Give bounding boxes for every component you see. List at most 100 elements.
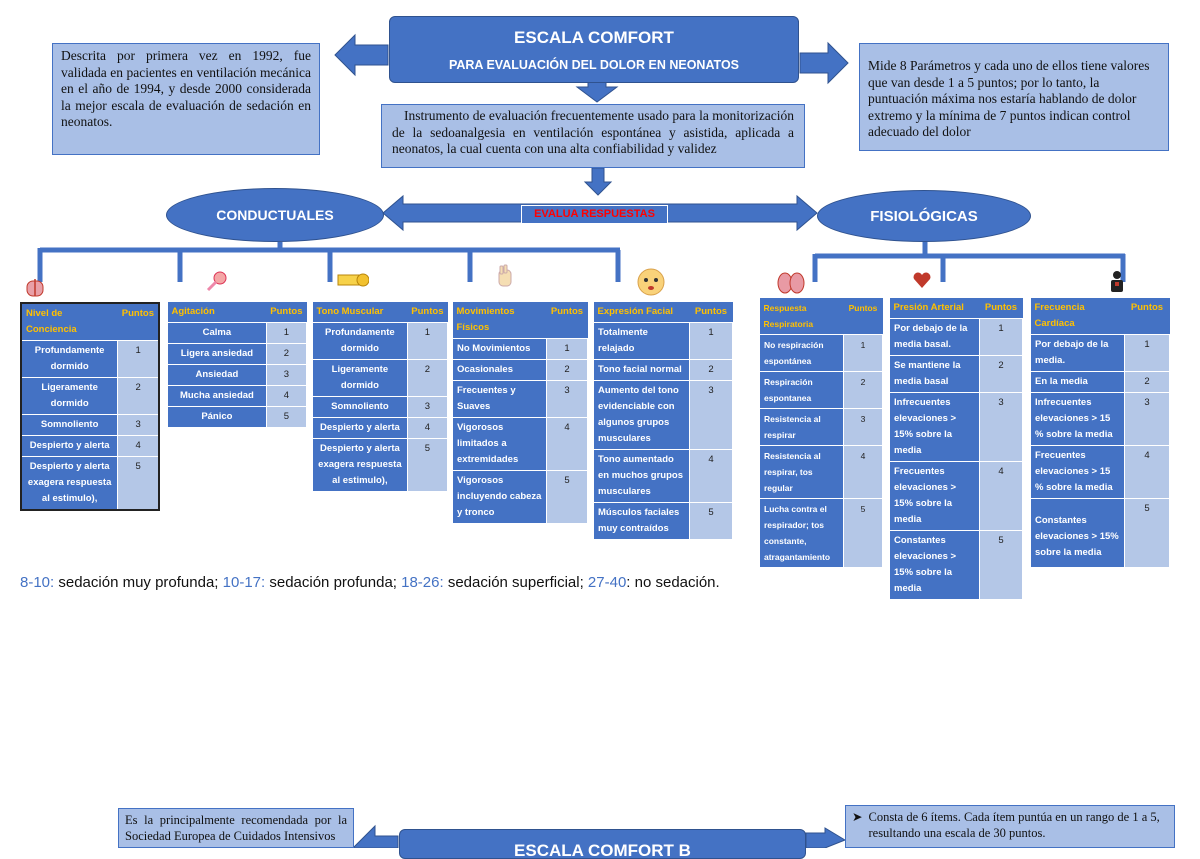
row-points: 5 [979, 530, 1023, 600]
branch-fisiologicas-label: FISIOLÓGICAS [870, 207, 978, 225]
table-header-points: Puntos [266, 302, 307, 323]
row-label: Despierto y alerta exagera respuesta al … [20, 456, 119, 511]
row-label: Resistencia al respirar, tos regular [759, 445, 844, 499]
row-label: Resistencia al respirar [759, 408, 844, 446]
row-points: 5 [265, 406, 308, 428]
scale-range-1: 8-10: [20, 574, 55, 591]
hand-icon [492, 264, 518, 294]
row-label: Infrecuentes elevaciones > 15% sobre la … [889, 392, 980, 462]
arrow-down-center [583, 167, 613, 196]
row-label: Ligeramente dormido [312, 359, 408, 397]
branch-fisiologicas: FISIOLÓGICAS [817, 190, 1031, 242]
branch-conductuales-label: CONDUCTUALES [216, 207, 334, 223]
row-points: 2 [117, 377, 160, 415]
row-points: 4 [979, 461, 1023, 531]
row-label: Constantes elevaciones > 15% sobre la me… [889, 530, 980, 600]
row-label: Despierto y alerta [312, 417, 408, 439]
row-points: 5 [843, 498, 883, 568]
table-header: Expresión Facial [593, 302, 690, 323]
row-points: 3 [406, 396, 449, 418]
note-bottom-left: Es la principalmente recomendada por la … [118, 808, 354, 848]
table-header-points: Puntos [546, 302, 588, 339]
row-points: 3 [265, 364, 308, 386]
row-label: Frecuentes elevaciones > 15 % sobre la m… [1030, 445, 1125, 499]
row-label: Mucha ansiedad [167, 385, 267, 407]
row-points: 2 [406, 359, 449, 397]
note-bottom-right: ➤ Consta de 6 ítems. Cada ítem puntúa en… [845, 805, 1175, 848]
row-label: No respiración espontánea [759, 334, 844, 372]
row-points: 5 [117, 456, 160, 511]
row-label: Ocasionales [452, 359, 547, 381]
row-label: Por debajo de la media basal. [889, 318, 980, 356]
scale-range-4: 27-40 [587, 574, 627, 591]
note-left: Descrita por primera vez en 1992, fue va… [52, 43, 320, 155]
lungs-icon [776, 270, 806, 298]
row-label: Infrecuentes elevaciones > 15 % sobre la… [1030, 392, 1125, 446]
row-points: 4 [1124, 445, 1170, 499]
bottom-title-box: ESCALA COMFORT B [399, 829, 806, 859]
row-points: 5 [1124, 498, 1170, 568]
row-points: 1 [979, 318, 1023, 356]
row-points: 1 [1124, 334, 1170, 372]
table-header-points: Puntos [689, 302, 733, 323]
branch-conductuales: CONDUCTUALES [166, 188, 384, 242]
row-label: No Movimientos [452, 338, 547, 360]
table-header: Respuesta Respiratoria [759, 298, 844, 335]
table-header-points: Puntos [979, 298, 1023, 319]
row-points: 2 [843, 371, 883, 409]
scale-text-3: sedación superficial; [443, 574, 588, 591]
row-label: Despierto y alerta [20, 435, 119, 457]
row-points: 3 [1124, 392, 1170, 446]
row-points: 4 [689, 449, 733, 503]
row-label: Lucha contra el respirador; tos constant… [759, 498, 844, 568]
row-label: Pánico [167, 406, 267, 428]
row-label: Frecuentes y Suaves [452, 380, 547, 418]
row-label: Aumento del tono evidenciable con alguno… [593, 380, 690, 450]
row-label: Respiración espontanea [759, 371, 844, 409]
scale-text-1: sedación muy profunda; [54, 574, 223, 591]
row-label: Despierto y alerta exagera respuesta al … [312, 438, 408, 492]
row-points: 4 [843, 445, 883, 499]
row-label: Totalmente relajado [593, 322, 690, 360]
row-label: Calma [167, 322, 267, 344]
arrow-right-bottom [805, 827, 847, 848]
row-points: 2 [1124, 371, 1170, 393]
scale-text-2: sedación profunda; [265, 574, 402, 591]
table-header: Nivel de Conciencia [21, 303, 118, 341]
table-header: Movimientos Físicos [452, 302, 547, 339]
note-bottom-left-text: Es la principalmente recomendada por la … [125, 813, 347, 843]
row-label: Tono facial normal [593, 359, 690, 381]
row-points: 3 [843, 408, 883, 446]
scale-text-4: : no sedación. [626, 574, 720, 591]
row-points: 1 [546, 338, 588, 360]
row-points: 2 [265, 343, 308, 365]
row-label: Vigorosos incluyendo cabeza y tronco [452, 470, 547, 524]
baby-face-icon [636, 267, 666, 301]
arrow-down-title [575, 79, 619, 103]
row-label: Constantes elevaciones > 15% sobre la me… [1030, 498, 1125, 568]
row-points: 5 [546, 470, 588, 524]
row-label: Ansiedad [167, 364, 267, 386]
note-bottom-right-text: Consta de 6 ítems. Cada ítem puntúa en u… [868, 810, 1160, 840]
row-label: Tono aumentado en muchos grupos muscular… [593, 449, 690, 503]
table-header-points: Puntos [1124, 298, 1170, 335]
person-icon [1106, 270, 1128, 298]
row-label: Frecuentes elevaciones > 15% sobre la me… [889, 461, 980, 531]
note-left-text: Descrita por primera vez en 1992, fue va… [61, 48, 311, 129]
row-label: Profundamente dormido [20, 340, 119, 378]
row-label: Vigorosos limitados a extremidades [452, 417, 547, 471]
arrow-left-bottom [352, 824, 399, 848]
row-label: Ligera ansiedad [167, 343, 267, 365]
row-points: 5 [406, 438, 449, 492]
row-points: 4 [117, 435, 160, 457]
page-title: ESCALA COMFORT [514, 28, 674, 47]
tape-measure-icon [337, 270, 370, 292]
table-header: Presión Arterial [889, 298, 980, 319]
row-points: 4 [265, 385, 308, 407]
scale-range-3: 18-26: [401, 574, 444, 591]
row-points: 3 [117, 414, 160, 436]
